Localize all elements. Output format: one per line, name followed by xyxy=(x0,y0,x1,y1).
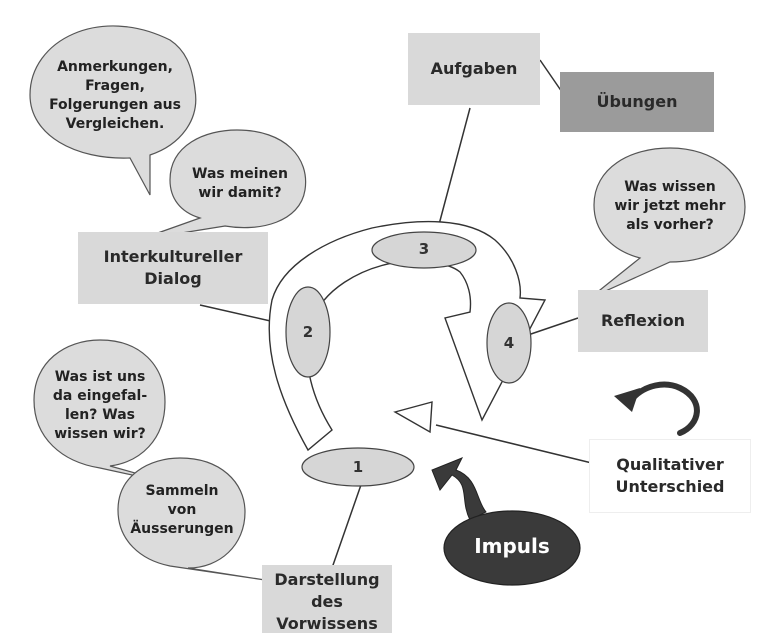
stage-number-4: 4 xyxy=(503,334,515,352)
bubble-text-was-meinen: Was meinen wir damit? xyxy=(192,166,288,201)
inner-white-arrow xyxy=(393,401,433,434)
connector-qualitativ xyxy=(435,424,601,466)
box-interkultureller-dialog: Interkultureller Dialog xyxy=(78,232,268,304)
bubble-text-anmerkungen: Anmerkungen, Fragen, Folgerungen aus Ver… xyxy=(49,59,181,132)
bubble-text-was-wissen-jetzt: Was wissen wir jetzt mehr als vorher? xyxy=(614,179,726,233)
bubble-was-wissen-jetzt xyxy=(589,147,746,299)
box-reflexion: Reflexion xyxy=(578,290,708,352)
bubble-sammeln xyxy=(117,457,266,581)
box-aufgaben: Aufgaben xyxy=(408,33,540,105)
return-arrow-icon xyxy=(614,381,700,436)
stage-number-2: 2 xyxy=(302,323,314,341)
stage-ellipse-2 xyxy=(285,286,331,378)
box-darstellung-vorwissens: Darstellung des Vorwissens xyxy=(262,565,392,633)
connector-aufgaben-3 xyxy=(436,107,471,233)
bubble-was-meinen xyxy=(137,129,307,241)
impuls-label: Impuls xyxy=(474,534,550,558)
stage-number-1: 1 xyxy=(352,458,364,476)
bubble-text-sammeln: Sammeln von Äusserungen xyxy=(130,483,234,537)
box-uebungen: Übungen xyxy=(560,72,714,132)
bubble-eingefallen xyxy=(33,339,179,486)
stage-number-3: 3 xyxy=(418,240,430,258)
impuls-ellipse xyxy=(443,510,581,586)
bubble-text-eingefallen: Was ist uns da eingefal- len? Was wissen… xyxy=(52,369,148,442)
stage-ellipse-1 xyxy=(301,447,415,487)
connector-aufgaben-uebungen xyxy=(539,59,563,93)
stage-ellipse-3 xyxy=(371,231,477,269)
impuls-arrow-icon xyxy=(431,457,487,521)
connector-darstellung-1 xyxy=(331,481,363,569)
bubble-anmerkungen xyxy=(29,25,197,196)
stage-ellipse-4 xyxy=(486,302,532,384)
box-qualitativer-unterschied: Qualitativer Unterschied xyxy=(590,440,750,512)
connector-reflexion-4 xyxy=(527,317,579,336)
